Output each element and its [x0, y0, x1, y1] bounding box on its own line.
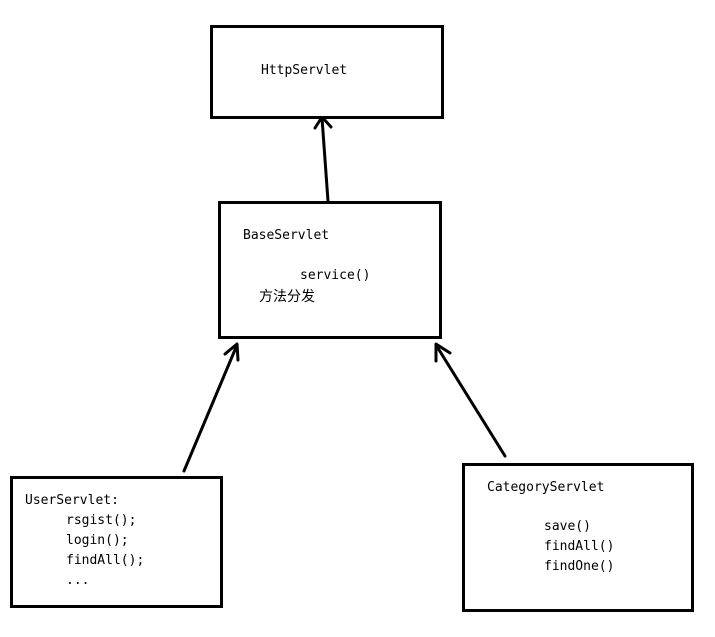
- base-servlet-method: service(): [300, 268, 371, 283]
- arrowhead-base-left: [223, 342, 240, 362]
- category-servlet-method: findAll(): [544, 539, 615, 554]
- category-servlet-box: [462, 463, 694, 612]
- base-servlet-name: BaseServlet: [243, 228, 330, 243]
- arrowhead-base-right: [434, 342, 452, 363]
- arrow-category-to-base: [434, 343, 507, 458]
- arrow-base-to-http: [320, 116, 330, 203]
- http-servlet-box: [210, 25, 444, 119]
- category-servlet-method: save(): [544, 519, 591, 534]
- user-servlet-method: ...: [66, 573, 90, 588]
- category-servlet-method: findOne(): [544, 559, 615, 574]
- user-servlet-method: findAll();: [66, 553, 145, 568]
- category-servlet-name: CategoryServlet: [487, 480, 605, 495]
- user-servlet-method: login();: [66, 533, 129, 548]
- user-servlet-method: rsgist();: [66, 513, 137, 528]
- user-servlet-box: [10, 476, 223, 608]
- base-servlet-note: 方法分发: [259, 289, 315, 305]
- arrow-user-to-base: [182, 343, 239, 473]
- user-servlet-name: UserServlet:: [25, 493, 119, 508]
- base-servlet-box: [218, 201, 442, 339]
- http-servlet-name: HttpServlet: [261, 63, 348, 78]
